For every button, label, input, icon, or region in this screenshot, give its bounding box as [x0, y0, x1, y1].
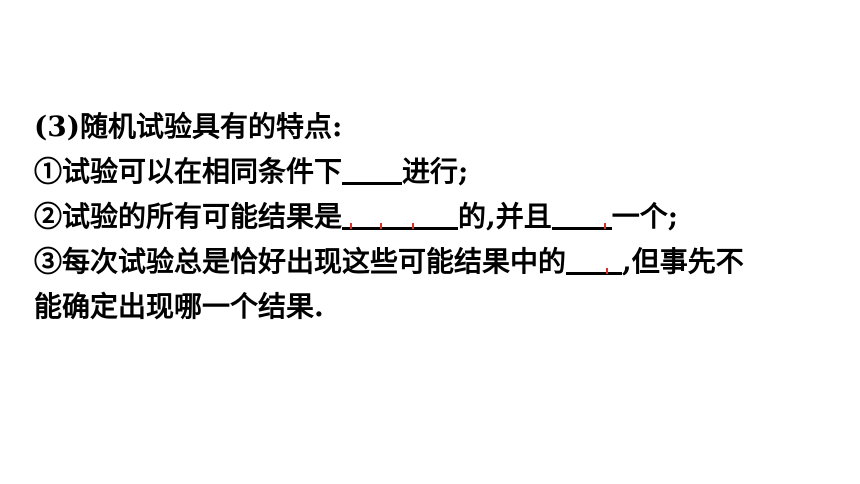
feature-2-text: ②试验的所有可能结果是 [34, 200, 343, 233]
blank-3 [551, 201, 612, 230]
feature-1-text: ①试验可以在相同条件下 [34, 155, 343, 188]
red-mark [412, 223, 415, 229]
feature-3: ③每次试验总是恰好出现这些可能结果中的 ,但事先不 [34, 239, 834, 284]
feature-2-tail: 一个; [611, 200, 679, 233]
feature-2-middle: 的,并且 [458, 200, 552, 233]
feature-1: ①试验可以在相同条件下 进行; [34, 149, 834, 194]
section-heading: (3)随机试验具有的特点: [34, 110, 343, 143]
red-mark [350, 223, 353, 229]
feature-1-tail: 进行; [402, 155, 469, 188]
feature-2: ②试验的所有可能结果是 的,并且 一个; [34, 194, 834, 239]
red-mark [606, 268, 609, 274]
slide-content: (3)随机试验具有的特点: ①试验可以在相同条件下 进行; ②试验的所有可能结果是… [34, 104, 834, 329]
blank-2 [342, 201, 459, 230]
blank-1 [342, 156, 403, 185]
red-mark [603, 223, 606, 229]
feature-3-continued: 能确定出现哪一个结果. [34, 290, 324, 323]
feature-3-tail: ,但事先不 [622, 245, 744, 278]
feature-3-text: ③每次试验总是恰好出现这些可能结果中的 [34, 245, 567, 278]
red-mark [380, 223, 383, 229]
blank-4 [566, 246, 623, 275]
